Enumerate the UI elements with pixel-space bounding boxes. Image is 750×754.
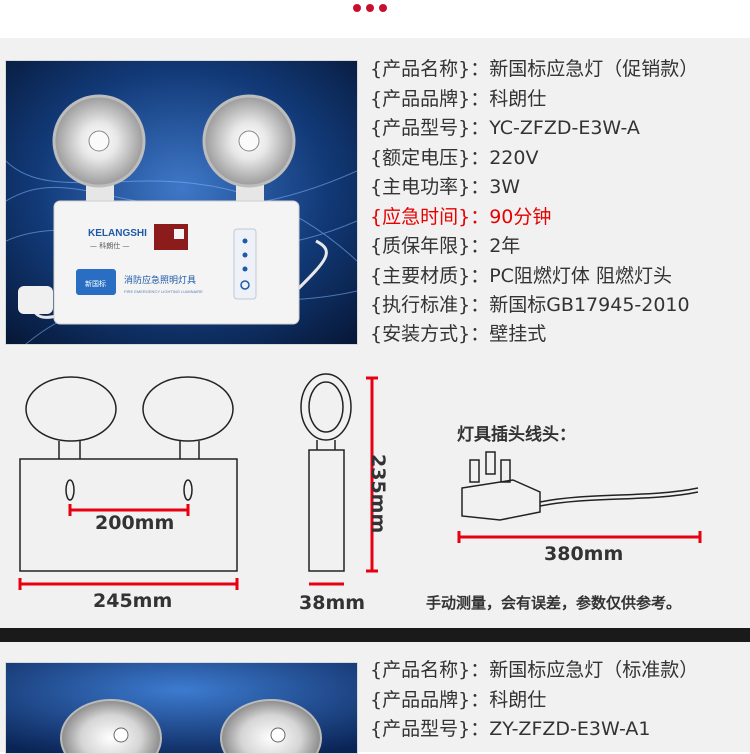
indicator-dot[interactable] [366, 4, 374, 12]
cable-length-line [457, 531, 702, 543]
depth-label: 38mm [299, 592, 366, 614]
svg-text:新国标: 新国标 [85, 279, 106, 288]
plug-title: 灯具插头线头： [457, 425, 576, 445]
hole-spacing-line [68, 504, 190, 516]
measurement-note: 手动测量，会有误差，参数仅供参考。 [426, 594, 682, 612]
spec-row-brand: {产品品牌}：科朗仕 [370, 88, 547, 110]
svg-text:KELANGSHI: KELANGSHI [88, 228, 147, 239]
spec-row-installation: {安装方式}：壁挂式 [370, 323, 547, 345]
spec-row-voltage: {额定电压}：220V [370, 147, 539, 169]
spec-row-power: {主电功率}：3W [370, 176, 521, 198]
carousel-indicator [0, 0, 750, 38]
spec-row-warranty: {质保年限}：2年 [370, 235, 521, 257]
dimension-drawing [18, 373, 702, 590]
height-line [366, 376, 378, 573]
plug-icon [461, 451, 699, 521]
spec-row-brand: {产品品牌}：科朗仕 [370, 689, 547, 711]
cable-length-label: 380mm [544, 543, 624, 565]
section-divider [0, 628, 750, 642]
svg-text:FIRE EMERGENCY LIGHTING LUMINA: FIRE EMERGENCY LIGHTING LUMINAIRE [124, 289, 203, 294]
width-line [18, 578, 239, 590]
svg-text:消防应急照明灯具: 消防应急照明灯具 [124, 274, 196, 286]
spec-row-name: {产品名称}：新国标应急灯（促销款） [370, 58, 699, 80]
spec-row-material: {主要材质}：PC阻燃灯体 阻燃灯头 [370, 265, 672, 287]
product-photo-standard [5, 662, 358, 754]
spec-row-emergency-time: {应急时间}：90分钟 [370, 206, 552, 228]
hole-spacing-label: 200mm [95, 512, 175, 534]
svg-text:— 科朗仕 —: — 科朗仕 — [90, 241, 129, 250]
side-view [300, 373, 352, 572]
spec-row-standard: {执行标准}：新国标GB17945-2010 [370, 294, 690, 316]
spec-row-model: {产品型号}：YC-ZFZD-E3W-A [370, 117, 640, 139]
spec-row-model: {产品型号}：ZY-ZFZD-E3W-A1 [370, 718, 651, 740]
front-view [19, 376, 238, 572]
height-label: 235mm [367, 454, 389, 534]
indicator-dot[interactable] [353, 4, 361, 12]
indicator-dot[interactable] [379, 4, 387, 12]
lamp-head-left [52, 94, 146, 201]
product-photo-promo: KELANGSHI — 科朗仕 — 新国标 消防应急照明灯具 FIRE EMER… [5, 60, 358, 345]
width-label: 245mm [93, 590, 173, 612]
spec-row-name: {产品名称}：新国标应急灯（标准款） [370, 659, 699, 681]
lamp-head-right [202, 94, 296, 201]
